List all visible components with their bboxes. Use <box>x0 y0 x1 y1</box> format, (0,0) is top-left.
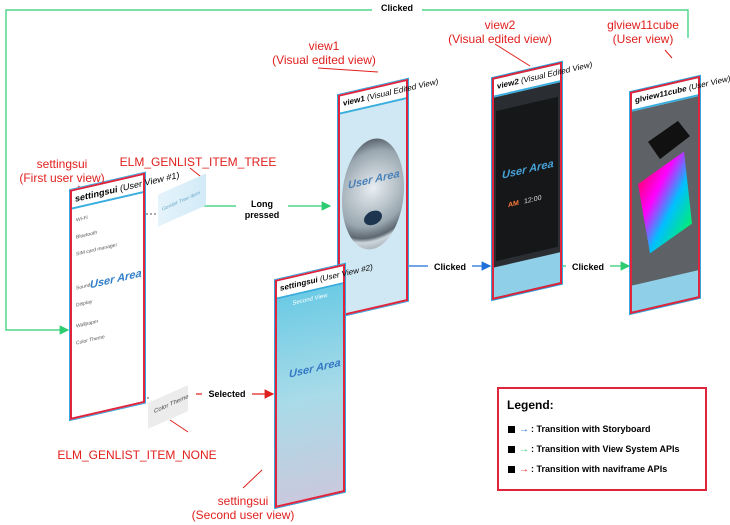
watch-face <box>342 131 404 257</box>
legend-row-text: : Transition with Storyboard <box>531 424 651 434</box>
view2-label: view2 (Visual edited view) <box>430 18 570 46</box>
settingsui2-label-leader <box>242 469 263 489</box>
settingsui-second-label: settingsui (Second user view) <box>168 494 318 522</box>
legend-bullet <box>508 446 515 454</box>
view1-label-leader <box>317 67 379 73</box>
view2-label-line1: view2 <box>484 18 516 32</box>
legend-title: Legend: <box>507 398 554 412</box>
legend-row-text: : Transition with naviframe APIs <box>531 464 668 474</box>
view1-label-line1: view1 <box>308 39 340 53</box>
tree-callout-label: ELM_GENLIST_ITEM_TREE <box>119 155 277 169</box>
settingsui-second-label-line1: settingsui <box>217 494 269 508</box>
settingsui-first-label-line1: settingsui <box>36 157 88 171</box>
legend-row-storyboard: →: Transition with Storyboard <box>508 422 705 436</box>
view2-label-line2: (Visual edited view) <box>448 32 552 46</box>
selected-label: Selected <box>202 389 252 400</box>
settingsui-second-panel: settingsui (User View #2) Second View Us… <box>275 262 373 508</box>
legend-bullet <box>508 426 515 434</box>
legend-bullet <box>508 466 515 474</box>
glview-label-line2: (User view) <box>612 32 674 46</box>
settingsui-first-panel: settingsui (User View #1) Wi-Fi Bluetoot… <box>70 170 179 420</box>
view1-panel: view1 (Visual Edited View) User Area <box>338 77 438 317</box>
settingsui-second-label-line2: (Second user view) <box>191 508 295 522</box>
view1-label-line2: (Visual edited view) <box>272 53 376 67</box>
legend-row-view-system: →: Transition with View System APIs <box>508 442 705 456</box>
glview-panel: glview11cube (User View) <box>630 74 730 314</box>
loop-connector <box>5 9 689 335</box>
view2-label-leader <box>494 43 531 67</box>
glview-label-leader <box>664 49 673 59</box>
red-arrow-icon: → <box>519 464 529 475</box>
view1-title-bold: view1 <box>343 93 365 108</box>
view2-panel: view2 (Visual Edited View) User Area AM … <box>492 60 592 300</box>
glview-label-line1: glview11cube <box>607 18 679 32</box>
glview-label: glview11cube (User view) <box>578 18 708 46</box>
legend-row-naviframe: →: Transition with naviframe APIs <box>508 462 705 476</box>
long-pressed-line1: Long <box>251 199 273 209</box>
top-clicked-label: Clicked <box>372 3 422 14</box>
settingsui-second-user-area: User Area <box>289 356 341 381</box>
legend-row-text: : Transition with View System APIs <box>531 444 680 454</box>
settingsui-first-label-line2: (First user view) <box>19 171 105 185</box>
none-callout-label: ELM_GENLIST_ITEM_NONE <box>57 448 217 462</box>
clicked-right-label: Clicked <box>566 262 610 273</box>
settingsui-second-title-bold: settingsui <box>280 275 318 293</box>
long-pressed-label: Long pressed <box>236 199 288 221</box>
green-arrow-icon: → <box>519 444 529 455</box>
blue-arrow-icon: → <box>519 424 529 435</box>
legend-box: Legend: →: Transition with Storyboard →:… <box>497 387 707 491</box>
long-pressed-line2: pressed <box>244 210 280 220</box>
view2-title-bold: view2 <box>497 76 519 91</box>
view1-label: view1 (Visual edited view) <box>254 39 394 67</box>
settingsui-first-label: settingsui (First user view) <box>2 157 122 185</box>
none-label-leader <box>169 419 189 433</box>
clicked-mid-label: Clicked <box>428 262 472 273</box>
color-cube-graphic <box>638 120 692 254</box>
